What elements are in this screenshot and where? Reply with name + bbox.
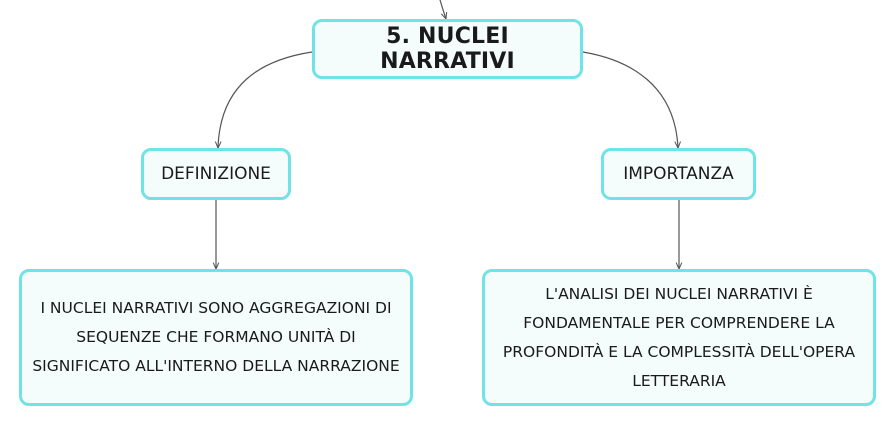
root-node-label: 5. NUCLEI NARRATIVI [380,24,515,74]
detail-node-text: L'ANALISI DEI NUCLEI NARRATIVI È FONDAME… [502,284,856,390]
connector-root-to-definizione [218,51,313,148]
root-node[interactable]: 5. NUCLEI NARRATIVI [312,19,583,79]
branch-node-definizione[interactable]: DEFINIZIONE [141,148,291,200]
branch-node-importanza[interactable]: IMPORTANZA [601,148,756,200]
detail-node-definizione[interactable]: I NUCLEI NARRATIVI SONO AGGREGAZIONI DI … [19,269,413,406]
branch-node-label: IMPORTANZA [623,164,734,184]
branch-node-label: DEFINIZIONE [161,164,271,184]
connector-parent-to-root [439,0,446,19]
detail-node-importanza[interactable]: L'ANALISI DEI NUCLEI NARRATIVI È FONDAME… [482,269,876,406]
detail-node-text: I NUCLEI NARRATIVI SONO AGGREGAZIONI DI … [32,299,400,375]
connector-root-to-importanza [582,51,678,148]
